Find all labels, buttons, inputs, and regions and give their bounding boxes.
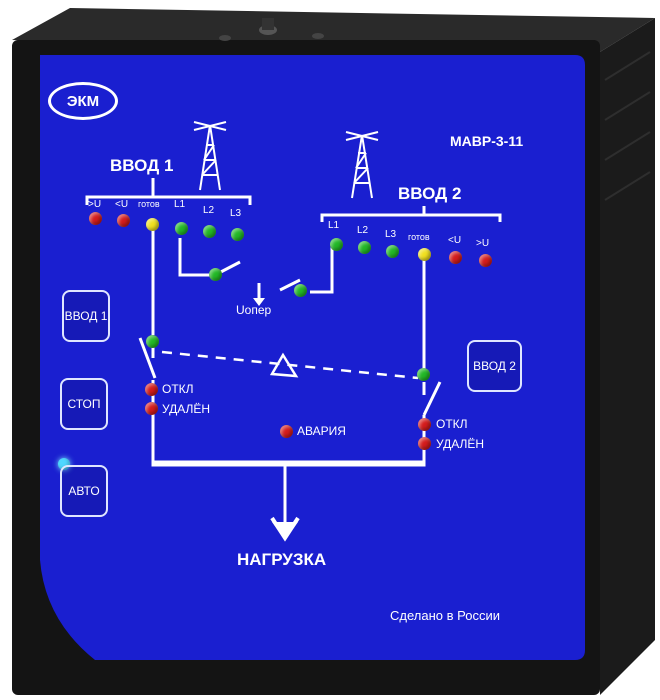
vvod1-button[interactable]: ВВОД 1 (62, 290, 110, 342)
vvod2-button[interactable]: ВВОД 2 (467, 340, 522, 392)
stop-button-label: СТОП (67, 397, 101, 411)
tower-icon-1 (193, 121, 227, 191)
vvod1-button-label: ВВОД 1 (64, 309, 108, 323)
front-panel (40, 55, 585, 660)
enclosure-side (595, 18, 655, 695)
stop-button[interactable]: СТОП (60, 378, 108, 430)
interlock-triangle (269, 352, 299, 378)
auto-button[interactable]: АВТО (60, 465, 108, 517)
vvod2-button-label: ВВОД 2 (473, 359, 516, 373)
tower-icon-2 (345, 131, 379, 199)
auto-button-label: АВТО (68, 484, 100, 498)
